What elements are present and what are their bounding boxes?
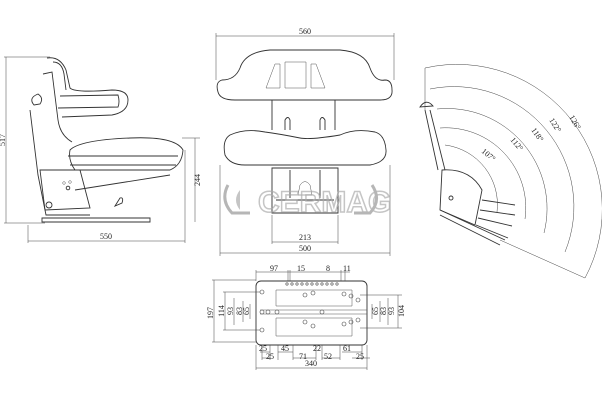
base-bottom-dim-label: 25 — [259, 344, 267, 353]
angle-label: 112° — [508, 136, 524, 153]
base-right-dim-label: 65 — [371, 307, 380, 315]
base-left-dim-label: 93 — [226, 307, 235, 315]
watermark-text: CERMAG — [258, 186, 391, 219]
base-left-dim-label: 65 — [242, 307, 251, 315]
base-bottom-dim-label: 71 — [299, 352, 307, 361]
base-left-dim-label: 197 — [206, 307, 215, 319]
base-top-dim-label: 97 — [270, 264, 278, 273]
base-bottom-dim-label: 25 — [356, 352, 364, 361]
base-bottom-dim-label: 45 — [281, 344, 289, 353]
dim-mechanism-width-label: 213 — [299, 233, 311, 242]
base-right-dim-label: 104 — [397, 305, 406, 317]
base-bottom-dim-label: 22 — [313, 344, 321, 353]
angle-label: 126° — [567, 114, 582, 132]
base-overall-dim-label: 340 — [305, 359, 317, 368]
angle-label: 122° — [547, 116, 563, 134]
base-right-dim-label: 83 — [379, 307, 388, 315]
base-bottom-dim-label: 52 — [324, 352, 332, 361]
angle-view: 107° 112° 118° 122° 126° — [419, 64, 602, 279]
base-top-dim-label: 11 — [343, 264, 351, 273]
front-view: 560 213 500 — [215, 27, 395, 256]
base-left-dim-label: 114 — [217, 305, 226, 317]
dim-seat-height-label: 244 — [193, 174, 202, 186]
base-bottom-dim-label: 61 — [343, 344, 351, 353]
dim-bottom-width-label: 500 — [299, 244, 311, 253]
base-right-dim-label: 93 — [387, 307, 396, 315]
dim-depth-label: 550 — [100, 232, 112, 241]
base-top-dim-label: 15 — [297, 264, 305, 273]
base-top-dim-label: 8 — [326, 264, 330, 273]
cermag-watermark: CERMAG — [223, 184, 392, 220]
dim-height-label: 517 — [0, 134, 7, 146]
dim-top-width-label: 560 — [299, 27, 311, 36]
side-view: 517 550 244 — [0, 56, 202, 243]
angle-label: 118° — [529, 126, 545, 143]
base-bottom-dim-label: 25 — [266, 352, 274, 361]
base-left-dim-label: 83 — [235, 307, 244, 315]
base-plate-view: 97 15 8 11 197 114 93 83 65 65 83 93 104… — [206, 264, 406, 370]
angle-label: 107° — [480, 147, 497, 164]
